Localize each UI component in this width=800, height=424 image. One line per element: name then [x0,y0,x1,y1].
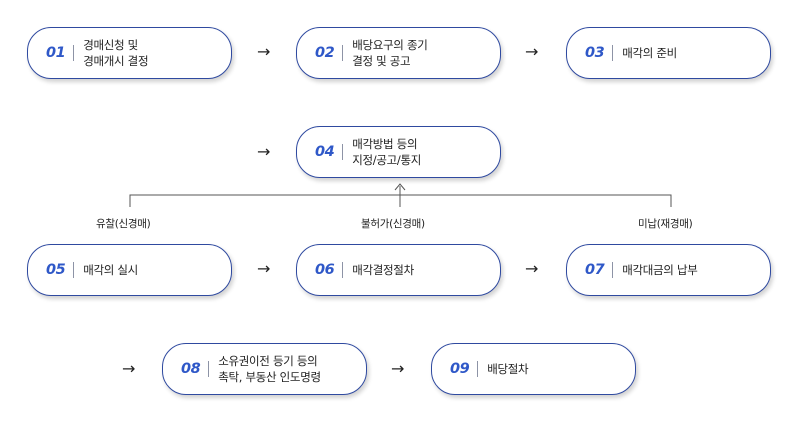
step-02-box: 02 배당요구의 종기 결정 및 공고 [296,27,501,79]
right-arrow-icon: → [257,259,271,278]
step-number: 09 [450,361,470,377]
separator [73,262,75,278]
step-label-line: 소유권이전 등기 등의 [218,354,318,368]
step-label-line: 매각대금의 납부 [622,263,698,277]
branch-caption-left: 유찰(신경매) [96,218,151,230]
separator [477,361,479,377]
branch-caption-center: 불허가(신경매) [361,218,425,230]
branch-up-arrowhead [394,183,406,191]
right-arrow-icon: → [122,359,136,378]
step-label-line: 매각의 실시 [83,263,138,277]
step-label: 경매신청 및 경매개시 결정 [83,37,148,69]
step-05-box: 05 매각의 실시 [27,244,232,296]
step-07-box: 07 매각대금의 납부 [566,244,771,296]
step-number: 03 [585,45,605,61]
separator [208,361,210,377]
step-label: 매각방법 등의 지정/공고/통지 [352,136,421,168]
step-06-box: 06 매각결정절차 [296,244,501,296]
step-label: 소유권이전 등기 등의 촉탁, 부동산 인도명령 [218,353,321,385]
step-label-line: 경매신청 및 [83,38,138,52]
step-label-line: 촉탁, 부동산 인도명령 [218,370,321,384]
step-label-line: 매각의 준비 [622,46,677,60]
step-number: 04 [315,144,335,160]
step-09-box: 09 배당절차 [431,343,636,395]
step-label: 매각의 실시 [83,262,138,278]
right-arrow-icon: → [391,359,405,378]
step-label: 배당요구의 종기 결정 및 공고 [352,37,428,69]
separator [342,45,344,61]
step-08-box: 08 소유권이전 등기 등의 촉탁, 부동산 인도명령 [162,343,367,395]
separator [612,262,614,278]
separator [73,45,75,61]
step-label-line: 경매개시 결정 [83,54,149,68]
step-label-line: 지정/공고/통지 [352,153,422,167]
right-arrow-icon: → [257,42,271,61]
step-number: 06 [315,262,335,278]
step-label: 배당절차 [487,361,528,377]
step-label: 매각대금의 납부 [622,262,698,278]
right-arrow-icon: → [525,259,539,278]
step-label-line: 결정 및 공고 [352,54,411,68]
step-label-line: 배당요구의 종기 [352,38,428,52]
step-04-box: 04 매각방법 등의 지정/공고/통지 [296,126,501,178]
step-03-box: 03 매각의 준비 [566,27,771,79]
step-label-line: 매각결정절차 [352,263,414,277]
step-label-line: 매각방법 등의 [352,137,418,151]
step-number: 01 [46,45,66,61]
separator [342,144,344,160]
step-label-line: 배당절차 [487,362,529,376]
right-arrow-icon: → [257,142,271,161]
step-01-box: 01 경매신청 및 경매개시 결정 [27,27,232,79]
separator [342,262,344,278]
step-number: 07 [585,262,605,278]
step-number: 02 [315,45,335,61]
step-label: 매각의 준비 [622,45,677,61]
separator [612,45,614,61]
step-number: 08 [181,361,201,377]
branch-caption-right: 미납(재경매) [638,218,693,230]
right-arrow-icon: → [525,42,539,61]
step-number: 05 [46,262,66,278]
step-label: 매각결정절차 [352,262,414,278]
